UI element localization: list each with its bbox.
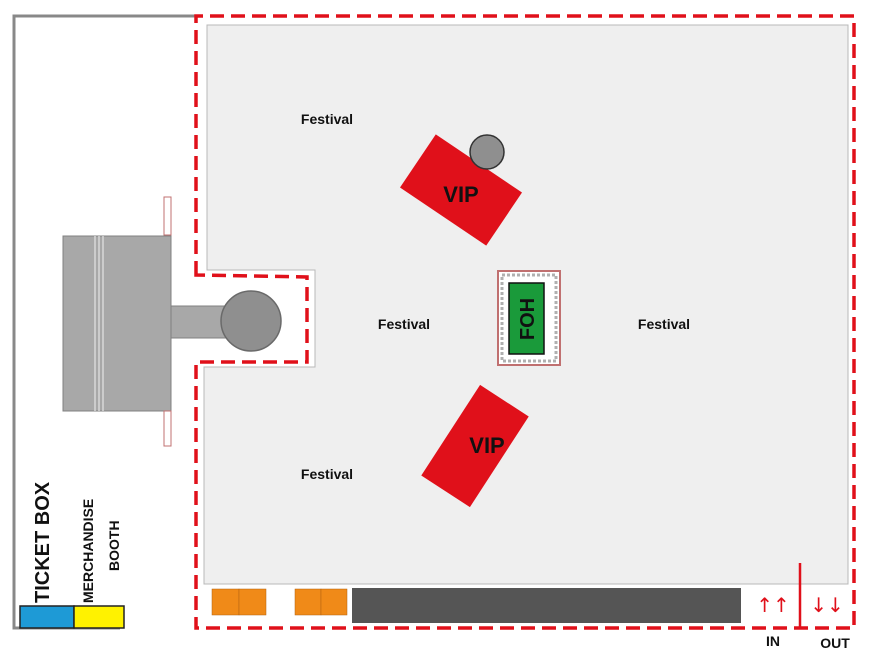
- tree-circle: [469, 134, 505, 170]
- merchandise-label-line1: MERCHANDISE: [80, 499, 96, 603]
- food-stall-2: [294, 588, 348, 616]
- festival-label-right: Festival: [638, 316, 690, 332]
- vip-top-label: VIP: [443, 182, 478, 207]
- vip-area-bottom: [421, 384, 529, 508]
- stage: [62, 196, 282, 447]
- ticket-box-label: TICKET BOX: [32, 481, 54, 603]
- truss-tower-bottom: [163, 410, 172, 447]
- festival-boundary: [194, 14, 856, 630]
- foh-tower: FOH: [497, 270, 561, 366]
- vip-area-top: [399, 134, 523, 246]
- festival-label-bottom-left: Festival: [301, 466, 353, 482]
- food-stall-1: [211, 588, 267, 616]
- bar-counter: [352, 588, 741, 623]
- ticket-box: [19, 605, 75, 629]
- stage-catwalk: [170, 305, 228, 339]
- out-arrows: ↓↓: [810, 593, 844, 617]
- vip-bottom-label: VIP: [469, 433, 504, 458]
- festival-label-center: Festival: [378, 316, 430, 332]
- festival-label-top-left: Festival: [301, 111, 353, 127]
- exit-out-label: OUT: [820, 635, 850, 651]
- merchandise-booth: [73, 605, 125, 629]
- merchandise-label-line2: BOOTH: [106, 520, 122, 571]
- entrance-in-label: IN: [766, 633, 780, 649]
- foh-label: FOH: [517, 298, 539, 340]
- truss-tower-top: [163, 196, 172, 236]
- in-arrows: ↑↑: [756, 593, 790, 617]
- foh-desk: [508, 282, 545, 355]
- stage-thrust-circle: [220, 290, 282, 352]
- stage-block: [62, 235, 172, 412]
